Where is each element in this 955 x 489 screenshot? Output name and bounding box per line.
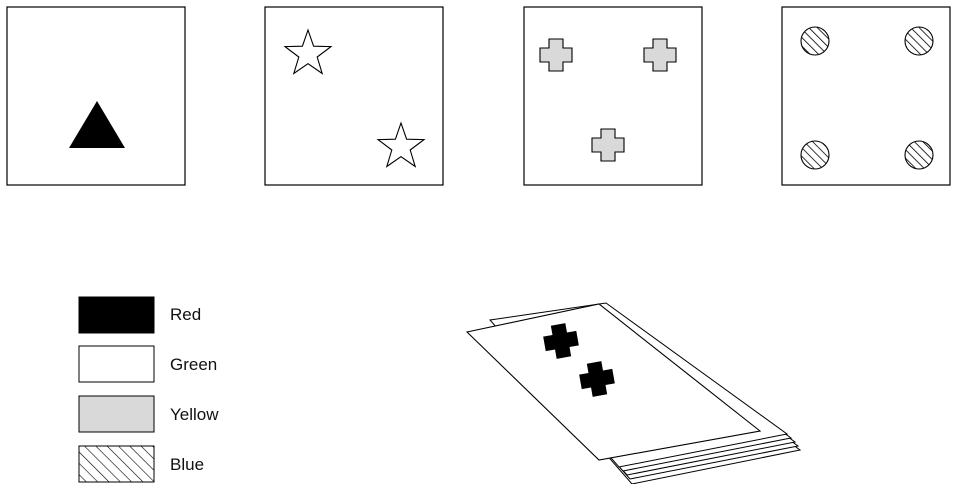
stimulus-card-4: [782, 7, 950, 185]
legend-label-yellow: Yellow: [170, 405, 219, 425]
legend-label-blue: Blue: [170, 455, 204, 475]
response-card-deck: [467, 303, 800, 484]
stimulus-card-3: [524, 7, 702, 185]
legend-label-red: Red: [170, 305, 201, 325]
circle-icon: [801, 27, 829, 55]
legend-swatch-yellow: [79, 396, 154, 432]
legend-swatch-red: [79, 297, 154, 333]
circle-icon: [905, 141, 933, 169]
circle-icon: [905, 27, 933, 55]
circle-icon: [801, 141, 829, 169]
stimulus-card-2: [265, 7, 443, 185]
stimulus-card-1: [7, 7, 185, 185]
legend: [79, 297, 154, 482]
legend-swatch-blue: [79, 446, 154, 482]
legend-label-green: Green: [170, 355, 217, 375]
legend-swatch-green: [79, 346, 154, 382]
